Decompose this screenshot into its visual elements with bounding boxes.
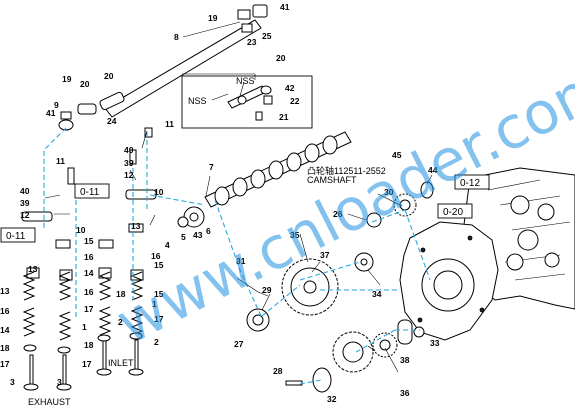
part-number: 41 xyxy=(46,108,56,118)
gear-train xyxy=(246,181,434,393)
rocker-shaft-assembly xyxy=(58,4,268,131)
part-number: 38 xyxy=(400,355,410,365)
part-number: 13 xyxy=(28,264,38,274)
part-number: 18 xyxy=(0,343,10,353)
part-number: 16 xyxy=(84,252,94,262)
part-number: 13 xyxy=(131,221,141,231)
ref-0-11-upper: 0-11 xyxy=(80,187,100,198)
part-number: 11 xyxy=(165,119,174,129)
gear-case xyxy=(399,221,499,341)
part-number: 16 xyxy=(0,306,10,316)
part-number: 18 xyxy=(116,289,126,299)
part-number: 20 xyxy=(276,53,286,63)
part-number: 15 xyxy=(84,236,94,246)
camshaft-label: CAMSHAFT xyxy=(307,175,357,185)
part-number: 12 xyxy=(124,170,134,180)
part-number: 32 xyxy=(327,394,337,404)
reference-boxes xyxy=(0,174,490,243)
part-number: 26 xyxy=(333,209,343,219)
part-number: 30 xyxy=(384,187,394,197)
guide-lines xyxy=(43,127,431,385)
part-number: 14 xyxy=(84,268,94,278)
part-number: 35 xyxy=(290,230,300,240)
part-number: 4 xyxy=(165,240,170,250)
ref-0-11-lower: 0-11 xyxy=(6,231,26,242)
part-number: 29 xyxy=(262,285,272,295)
part-number: 25 xyxy=(262,31,272,41)
camshaft xyxy=(177,131,352,228)
valve-train xyxy=(21,127,157,391)
part-number: 28 xyxy=(273,366,283,376)
part-number: 36 xyxy=(400,388,410,398)
part-number: 2 xyxy=(154,337,159,347)
part-number: 1 xyxy=(82,322,87,332)
part-number: 6 xyxy=(206,226,211,236)
part-number: 37 xyxy=(320,250,330,260)
part-number: 15 xyxy=(154,289,164,299)
leader-lines xyxy=(44,21,433,373)
part-number: 7 xyxy=(209,162,214,172)
nss-callout xyxy=(181,75,313,129)
part-number: 20 xyxy=(104,71,114,81)
part-number: 41 xyxy=(280,2,290,12)
part-number: 21 xyxy=(279,112,289,122)
part-number-labels: 19 41 23 25 8 20 42 22 21 19 20 20 9 41 … xyxy=(0,2,440,404)
nss-label-right: NSS xyxy=(236,76,255,86)
part-number: 19 xyxy=(62,74,72,84)
part-number: 34 xyxy=(372,289,382,299)
part-number: 22 xyxy=(290,96,300,106)
exhaust-label: EXHAUST xyxy=(28,397,71,407)
part-number: 15 xyxy=(154,260,164,270)
part-number: 16 xyxy=(151,251,161,261)
part-number: 43 xyxy=(193,230,203,240)
part-number: 2 xyxy=(118,317,123,327)
part-number: 17 xyxy=(0,359,10,369)
part-number: 12 xyxy=(20,210,30,220)
part-number: 11 xyxy=(56,156,65,166)
part-number: 23 xyxy=(247,37,257,47)
part-number: 10 xyxy=(76,225,86,235)
part-number: 39 xyxy=(124,158,134,168)
part-number: 44 xyxy=(428,165,438,175)
part-number: 5 xyxy=(181,232,186,242)
part-number: 17 xyxy=(84,304,94,314)
ref-0-12: 0-12 xyxy=(460,178,480,189)
part-number: 1 xyxy=(152,299,157,309)
part-number: 3 xyxy=(57,377,62,387)
part-number: 3 xyxy=(10,377,15,387)
part-number: 8 xyxy=(174,32,179,42)
part-number: 27 xyxy=(234,339,244,349)
part-number: 40 xyxy=(20,186,30,196)
part-number: 16 xyxy=(84,287,94,297)
ref-0-20: 0-20 xyxy=(443,207,463,218)
part-number: 17 xyxy=(154,314,164,324)
part-number: 31 xyxy=(236,256,246,266)
part-number: 14 xyxy=(0,325,10,335)
part-number: 20 xyxy=(80,79,90,89)
part-number: 18 xyxy=(84,340,94,350)
part-number: 9 xyxy=(54,100,59,110)
nss-label-left: NSS xyxy=(188,96,207,106)
part-number: 33 xyxy=(430,338,440,348)
part-number: 19 xyxy=(208,13,218,23)
part-number: 42 xyxy=(285,83,295,93)
part-number: 40 xyxy=(124,145,134,155)
camshaft-label-cn: 凸轮轴112511-2552 xyxy=(307,165,386,176)
part-number: 39 xyxy=(20,198,30,208)
inlet-label: INLET xyxy=(108,358,134,368)
part-number: 45 xyxy=(392,150,402,160)
part-number: 24 xyxy=(107,116,117,126)
part-number: 13 xyxy=(0,286,10,296)
part-number: 17 xyxy=(82,359,92,369)
part-number: 10 xyxy=(154,187,164,197)
